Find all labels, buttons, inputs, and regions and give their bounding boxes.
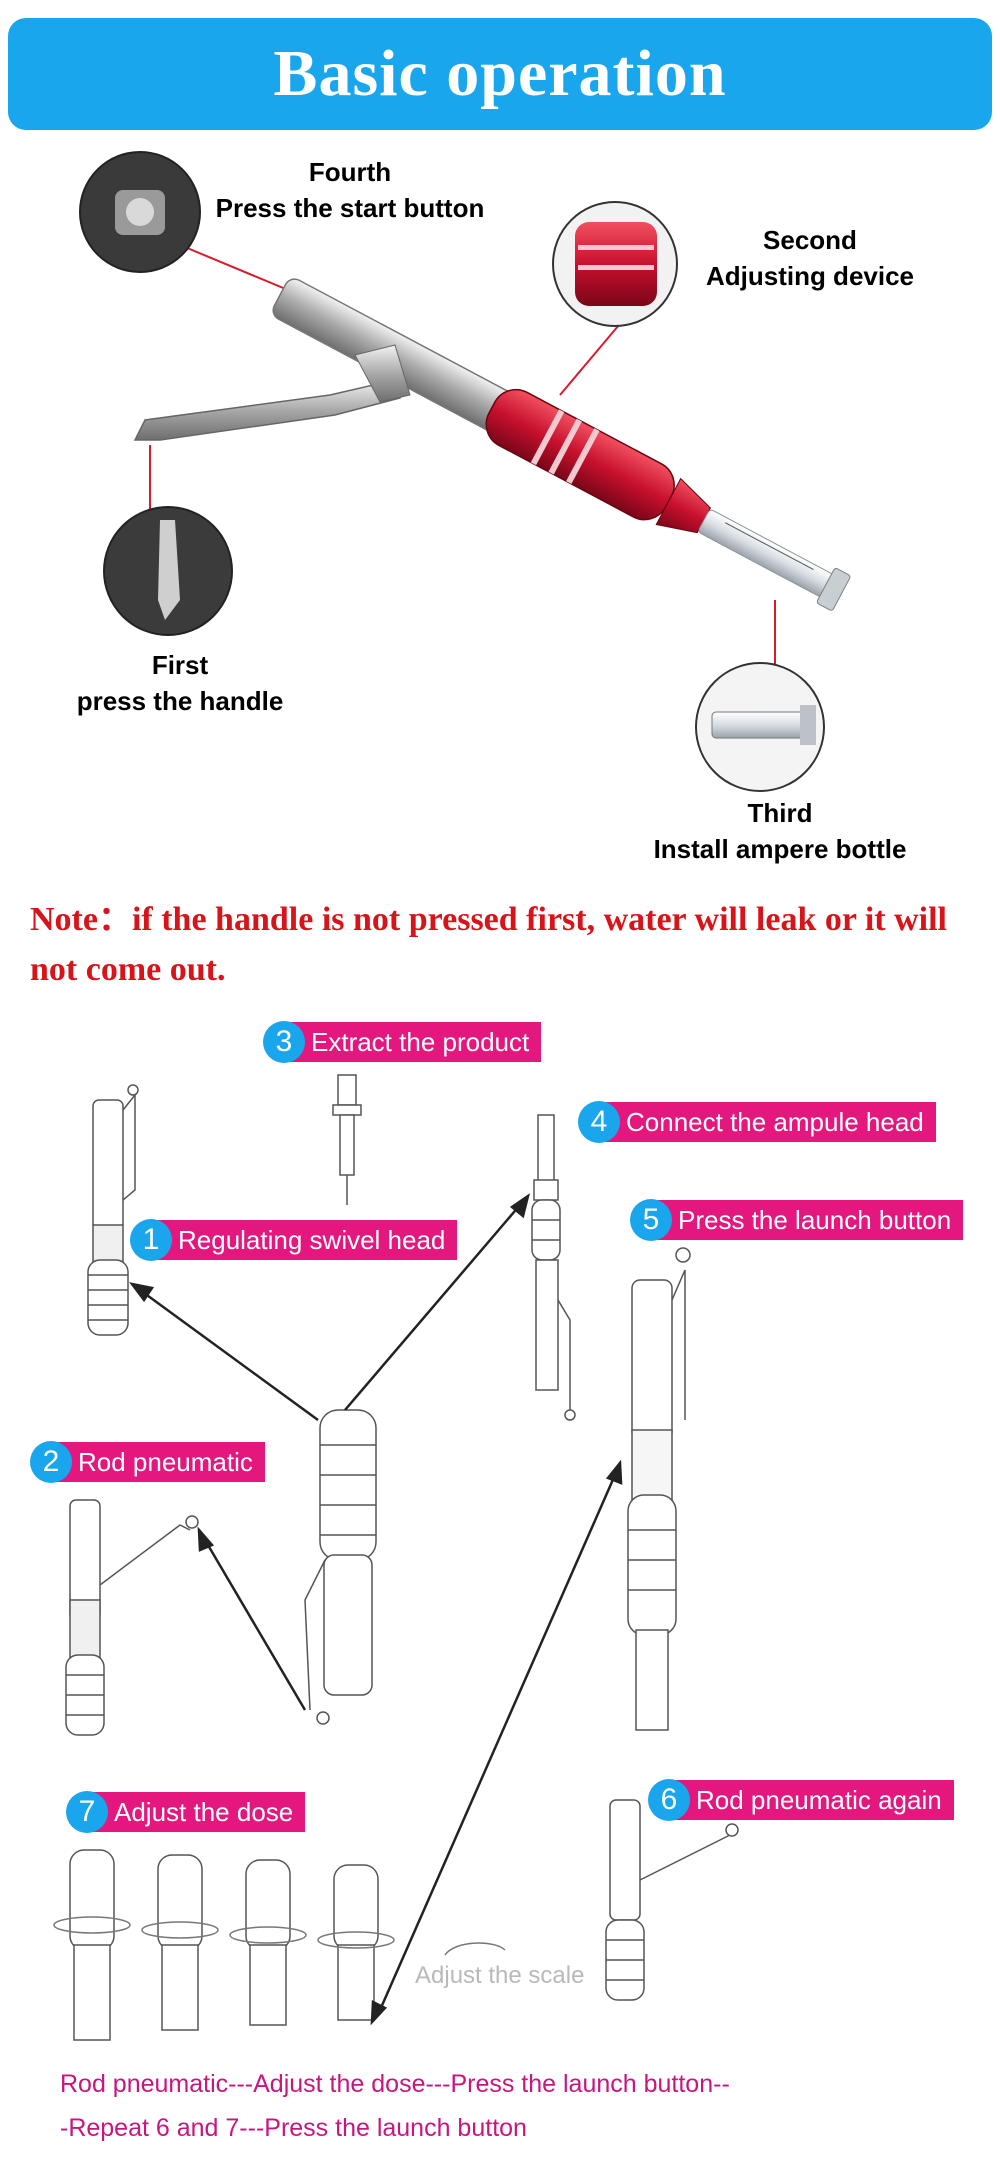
- device-illustration: [79, 151, 851, 792]
- step-3-tag: 3 Extract the product: [263, 1021, 542, 1063]
- step-label: Rod pneumatic again: [696, 1784, 942, 1815]
- step-number: 3: [263, 1021, 305, 1063]
- first-label: First press the handle: [40, 647, 320, 719]
- fourth-desc: Press the start button: [215, 193, 485, 223]
- adjust-scale-label: Adjust the scale: [415, 1962, 585, 1989]
- third-title: Third: [747, 798, 813, 828]
- step-label: Extract the product: [311, 1026, 530, 1057]
- step-number: 4: [578, 1101, 620, 1143]
- step-number: 7: [66, 1791, 108, 1833]
- step-4-tag: 4 Connect the ampule head: [578, 1101, 936, 1143]
- step-1-tag: 1 Regulating swivel head: [130, 1219, 458, 1261]
- fourth-label: Fourth Press the start button: [180, 154, 520, 226]
- step-label: Adjust the dose: [114, 1796, 294, 1827]
- step-number: 6: [648, 1779, 690, 1821]
- step-label: Connect the ampule head: [626, 1106, 924, 1137]
- step-label: Rod pneumatic: [78, 1446, 253, 1477]
- title-banner: Basic operation: [8, 18, 992, 130]
- footer-line-2: -Repeat 6 and 7---Press the launch butto…: [60, 2114, 527, 2142]
- third-desc: Install ampere bottle: [653, 834, 907, 864]
- step-number: 1: [130, 1219, 172, 1261]
- second-title: Second: [763, 225, 857, 255]
- third-label: Third Install ampere bottle: [620, 795, 940, 867]
- step-5-tag: 5 Press the launch button: [630, 1199, 964, 1241]
- first-desc: press the handle: [76, 686, 284, 716]
- step-number: 2: [30, 1441, 72, 1483]
- step-label: Regulating swivel head: [178, 1224, 446, 1255]
- footer-line-1: Rod pneumatic---Adjust the dose---Press …: [60, 2070, 730, 2098]
- first-title: First: [151, 650, 209, 680]
- second-label: Second Adjusting device: [680, 222, 940, 294]
- step-2-tag: 2 Rod pneumatic: [30, 1441, 265, 1483]
- step-number: 5: [630, 1199, 672, 1241]
- second-desc: Adjusting device: [705, 261, 915, 291]
- fourth-title: Fourth: [308, 157, 392, 187]
- page-title: Basic operation: [273, 37, 727, 110]
- step-6-tag: 6 Rod pneumatic again: [648, 1779, 954, 1821]
- step-7-tag: 7 Adjust the dose: [66, 1791, 306, 1833]
- warning-note: Note：if the handle is not pressed first,…: [30, 901, 948, 988]
- step-label: Press the launch button: [678, 1204, 952, 1235]
